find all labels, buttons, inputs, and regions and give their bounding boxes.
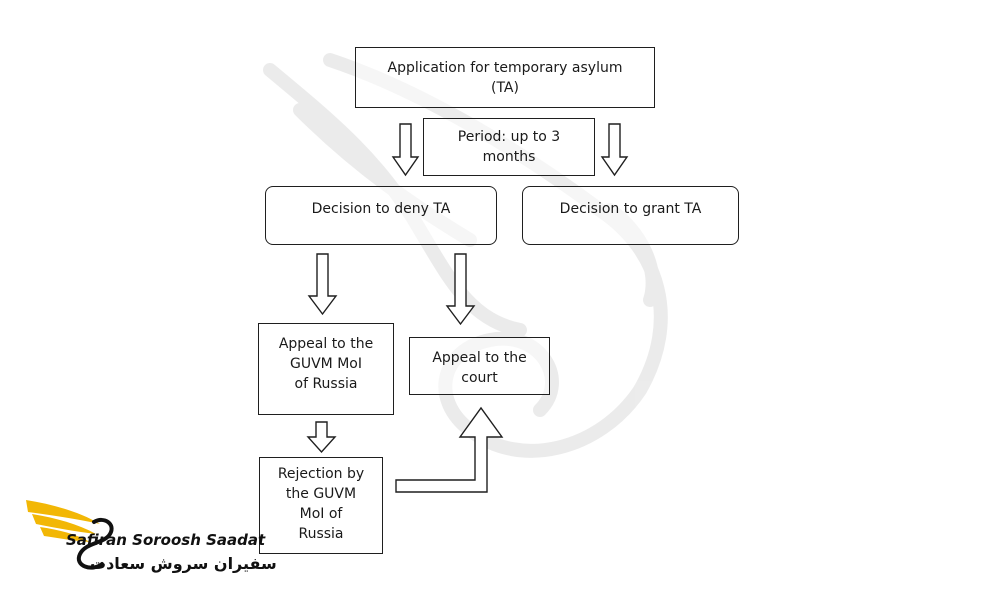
arrow-deny-to-court bbox=[445, 253, 476, 326]
arrow-deny-to-appeal-guvm bbox=[307, 253, 338, 316]
safiran-logo-icon bbox=[26, 500, 114, 570]
arrow-down-left bbox=[391, 123, 420, 177]
arrow-guvm-to-rejection bbox=[306, 421, 337, 454]
logo-name-en: Safiran Soroosh Saadat bbox=[66, 531, 266, 549]
node-appeal-guvm: Appeal to the GUVM MoI of Russia bbox=[258, 323, 394, 415]
node-grant: Decision to grant TA bbox=[522, 186, 739, 245]
node-rejection: Rejection by the GUVM MoI of Russia bbox=[259, 457, 383, 554]
logo-name-fa: سفیران سروش سعادت bbox=[90, 554, 277, 573]
node-application: Application for temporary asylum (TA) bbox=[355, 47, 655, 108]
arrow-down-right bbox=[600, 123, 629, 177]
node-appeal-court: Appeal to the court bbox=[409, 337, 550, 395]
arrow-rejection-to-court bbox=[395, 406, 504, 493]
node-deny: Decision to deny TA bbox=[265, 186, 497, 245]
node-period: Period: up to 3 months bbox=[423, 118, 595, 176]
